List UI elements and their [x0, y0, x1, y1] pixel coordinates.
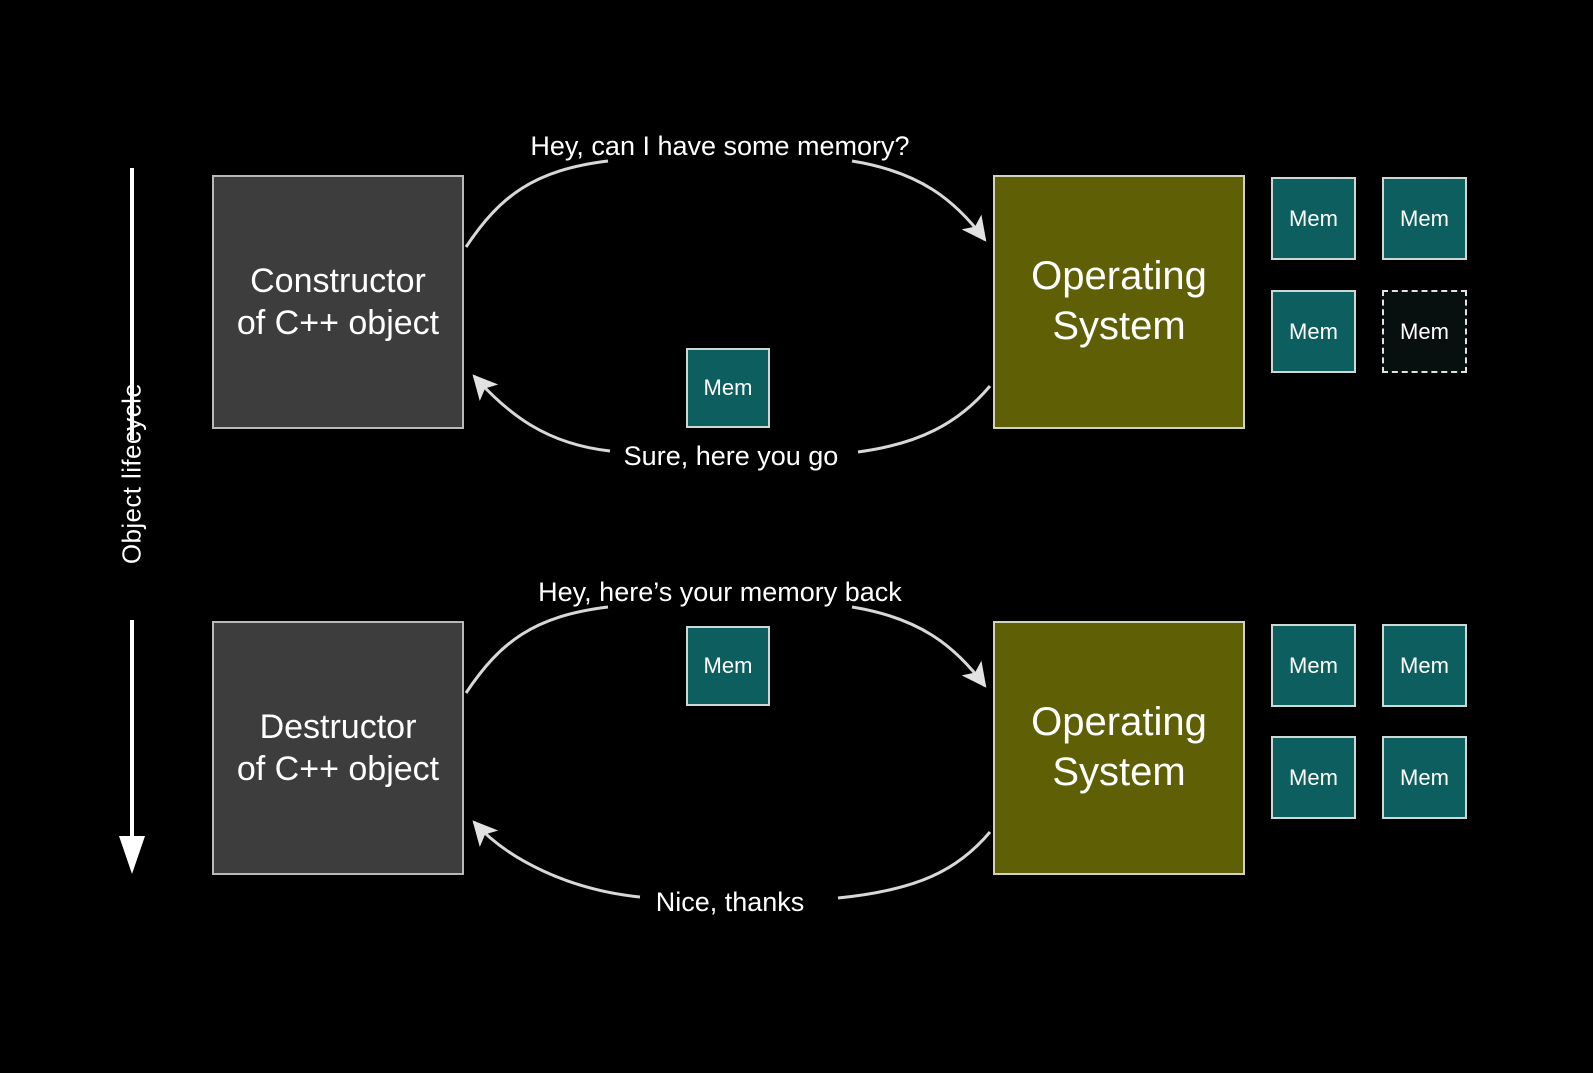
mem-pool-bottom-block-4-label: Mem — [1400, 764, 1449, 790]
mem-pool-top-block-3: Mem — [1271, 290, 1356, 373]
mem-pool-top-block-4-label: Mem — [1400, 318, 1449, 344]
constructor-box-label: Constructor of C++ object — [236, 261, 440, 342]
mem-pool-bottom-block-1-label: Mem — [1289, 652, 1338, 678]
mem-pool-top-block-4-empty: Mem — [1382, 290, 1467, 373]
object-lifecycle-label: Object lifecycle — [116, 382, 147, 565]
operating-system-box-top-label: Operating System — [1031, 254, 1207, 348]
response-arc-right — [857, 385, 992, 454]
mem-pool-top-block-1-label: Mem — [1289, 205, 1338, 231]
request-arc-left — [464, 159, 609, 248]
mem-pool-bottom-block-1: Mem — [1271, 624, 1356, 707]
constructor-box: Constructor of C++ object — [212, 175, 464, 429]
mem-pool-top-block-3-label: Mem — [1289, 318, 1338, 344]
operating-system-box-bottom: Operating System — [993, 621, 1245, 875]
ack-arc-left — [472, 820, 641, 899]
response-label-bottom: Nice, thanks — [655, 887, 805, 917]
request-label-bottom: Hey, here’s your memory back — [538, 577, 902, 607]
mem-pool-top-block-2: Mem — [1382, 177, 1467, 260]
response-label-top: Sure, here you go — [623, 441, 839, 471]
object-lifecycle-axis: Object lifecycle — [110, 168, 154, 874]
operating-system-box-bottom-label: Operating System — [1031, 700, 1207, 794]
mem-pool-bottom-block-2-label: Mem — [1400, 652, 1449, 678]
operating-system-box-top: Operating System — [993, 175, 1245, 429]
return-arc-right — [851, 605, 987, 688]
transit-mem-block-top-label: Mem — [703, 375, 753, 400]
mem-pool-top-block-2-label: Mem — [1400, 205, 1449, 231]
mem-pool-bottom-block-4: Mem — [1382, 736, 1467, 819]
transit-mem-block-top: Mem — [686, 348, 770, 428]
request-label-top: Hey, can I have some memory? — [530, 131, 910, 161]
mem-pool-bottom-block-2: Mem — [1382, 624, 1467, 707]
mem-pool-top-block-1: Mem — [1271, 177, 1356, 260]
destructor-box: Destructor of C++ object — [212, 621, 464, 875]
return-arc-left — [464, 605, 609, 694]
transit-mem-block-bottom: Mem — [686, 626, 770, 706]
mem-pool-bottom-block-3: Mem — [1271, 736, 1356, 819]
ack-arc-right — [837, 831, 992, 900]
destructor-box-label: Destructor of C++ object — [236, 707, 440, 788]
request-arc-right — [851, 159, 987, 242]
mem-pool-bottom-block-3-label: Mem — [1289, 764, 1338, 790]
transit-mem-block-bottom-label: Mem — [703, 653, 753, 678]
response-arc-left — [472, 374, 611, 453]
